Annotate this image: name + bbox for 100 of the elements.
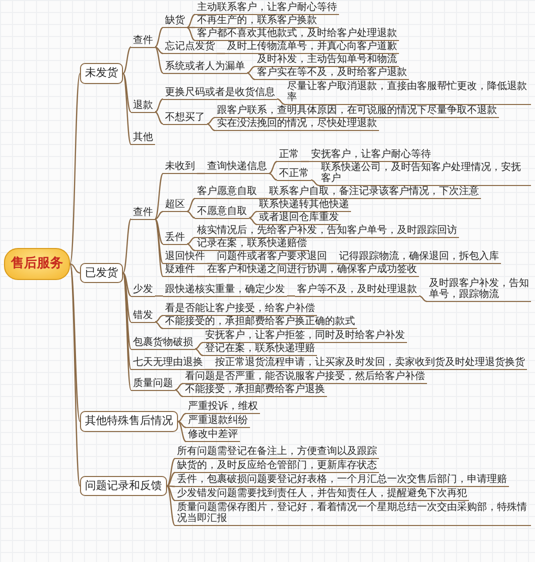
branch-connector: [154, 46, 164, 54]
topic-label: 其他: [131, 132, 155, 145]
branch-connector: [122, 272, 132, 296]
branch-connector: [259, 198, 267, 200]
topic-label: 七天无理由退换: [131, 357, 205, 370]
branch-connector: [122, 272, 132, 390]
central-topic: 售后服务: [4, 248, 70, 280]
branch-connector: [154, 314, 164, 323]
topic-label: 退回快件: [163, 251, 207, 264]
branch-connector: [246, 72, 256, 80]
topic-label: 客户等不及，及时处理退款: [295, 284, 419, 296]
branch-connector: [174, 389, 184, 398]
branch-connector: [186, 198, 196, 212]
topic-label: 少发错发问题需要找到责任人，并告知责任人，提醒避免下次再犯: [175, 488, 469, 501]
topic-label: 及时上传物流单号，并真心向客户道歉: [225, 41, 399, 54]
branch-connector: [268, 160, 278, 174]
branch-connector: [166, 472, 176, 487]
topic-label: 不再生产的，联系客户换款: [195, 15, 319, 28]
topic-label: 不能接受，承担邮费给客户退换: [183, 384, 327, 397]
branch-connector: [197, 276, 205, 278]
topic-label: 及时跟客户补发，告知单号，跟踪物流: [427, 278, 531, 302]
topic-label: 联系客户自取，备注记录该客户情况，下次注意: [267, 186, 481, 199]
branch-connector: [154, 111, 164, 125]
topic-label: 少发: [131, 284, 155, 296]
branch-connector: [287, 295, 295, 297]
branch-connector: [186, 26, 196, 42]
topic-label: 联系快递公司，及时告知客户处理情况，安抚客户: [319, 162, 531, 186]
topic-label: 错发: [131, 310, 155, 322]
topic-label: 查询快递信息: [205, 161, 269, 174]
branch-connector: [69, 73, 81, 264]
topic-label: 核实情况后，先给客户补发，告知客户单号，及时跟踪回访: [195, 225, 459, 238]
topic-label: 跟快递核实重量，确定少发: [163, 284, 287, 296]
topic-label: 修改中差评: [186, 429, 240, 442]
topic-label: 疑难件: [163, 264, 197, 277]
branch-connector: [186, 14, 196, 28]
topic-label: 联系快递转其他快递: [257, 199, 351, 212]
branch-connector: [154, 218, 164, 264]
branch-connector: [194, 348, 204, 356]
topic-label: 及时补发，主动告知单号和物流: [255, 54, 399, 67]
topic-label: 丢件: [163, 232, 187, 244]
branch-connector: [154, 210, 164, 220]
topic-label: 系统或者人为漏单: [163, 60, 247, 74]
topic-label: 记录在案，联系快递赔偿: [195, 238, 309, 251]
branch-connector: [122, 272, 132, 322]
branch-connector: [206, 123, 216, 132]
branch-connector: [122, 46, 132, 74]
main-topic-box: 已发货: [80, 262, 123, 284]
topic-label: 客户实在等不及，及时给客户退款: [255, 67, 409, 80]
main-topic-box: 问题记录和反馈: [80, 476, 167, 496]
branch-connector: [276, 98, 286, 106]
branch-connector: [186, 243, 196, 252]
topic-label: 客户愿意自取: [195, 186, 259, 199]
branch-connector: [207, 262, 215, 264]
branch-connector: [166, 458, 176, 486]
topic-label: 在客户和快递之间进行协调，确保客户成功签收: [205, 264, 419, 277]
topic-label: 实在没法挽回的情况，尽快处理退款: [215, 118, 379, 131]
topic-label: 安抚客户，让客户耐心等待: [309, 149, 433, 162]
branch-connector: [418, 295, 428, 302]
branch-connector: [206, 116, 216, 125]
topic-label: 登记在案，联系快递理赔: [203, 343, 317, 356]
topic-label: 查件: [131, 206, 155, 220]
topic-label: 主动联系客户，让客户耐心等待: [195, 2, 339, 15]
topic-label: 不正常: [277, 168, 311, 180]
branch-connector: [186, 210, 196, 219]
branch-connector: [310, 179, 320, 186]
branch-connector: [248, 217, 258, 226]
branch-connector: [178, 421, 186, 442]
topic-label: 所有问题需登记在备注上，方便查询以及跟踪: [175, 446, 379, 459]
topic-label: 缺货的，及时反应给仓管部门，更新库存状态: [175, 460, 379, 473]
topic-label: 质量问题: [131, 378, 175, 390]
branch-connector: [154, 173, 164, 220]
topic-label: 安抚客户，让客户拒签，同时及时给客户补发: [203, 330, 407, 343]
topic-label: 尽量让客户取消退款，直接由客服帮忙更改，降低退款率: [285, 81, 531, 105]
branch-connector: [154, 98, 164, 113]
branch-connector: [70, 263, 80, 274]
topic-label: 包裹货物破损: [131, 336, 195, 350]
branch-connector: [69, 264, 81, 486]
branch-connector: [246, 66, 256, 74]
branch-connector: [329, 262, 337, 264]
topic-label: 客户都不喜欢其他款式，及时给客户处理退款: [195, 28, 399, 41]
topic-label: 记得跟踪物流，确保退回，拆包入库: [337, 251, 501, 264]
branch-connector: [197, 172, 205, 174]
branch-connector: [154, 218, 164, 244]
topic-label: 严重退款纠纷: [186, 415, 250, 428]
topic-label: 更换尺码或者是收货信息: [163, 86, 277, 100]
topic-label: 或者退回仓库重发: [257, 212, 341, 225]
branch-connector: [154, 27, 164, 48]
topic-label: 严重投诉，维权: [186, 401, 260, 414]
topic-label: 按正常退货流程申请，让买家及时发回，卖家收到货及时处理退货换货: [213, 357, 527, 370]
branch-connector: [166, 486, 176, 526]
branch-connector: [122, 73, 132, 145]
main-topic-box: 其他特殊售后情况: [80, 411, 178, 432]
branch-connector: [178, 420, 186, 428]
branch-connector: [154, 218, 164, 277]
topic-label: 丢件，包裹破损问题要登记好表格，一个月汇总一次交售后部门，申请理赔: [175, 474, 509, 487]
branch-connector: [187, 26, 195, 28]
branch-connector: [154, 321, 164, 330]
topic-label: 不能接受的，承担邮费给客户换正确的款式: [163, 316, 357, 329]
topic-label: 质量问题需保存图片，登记好，看着情况一个星期总结一次交由采购部，特殊情况当即汇报: [175, 502, 531, 526]
topic-label: 不愿意自取: [195, 206, 249, 218]
